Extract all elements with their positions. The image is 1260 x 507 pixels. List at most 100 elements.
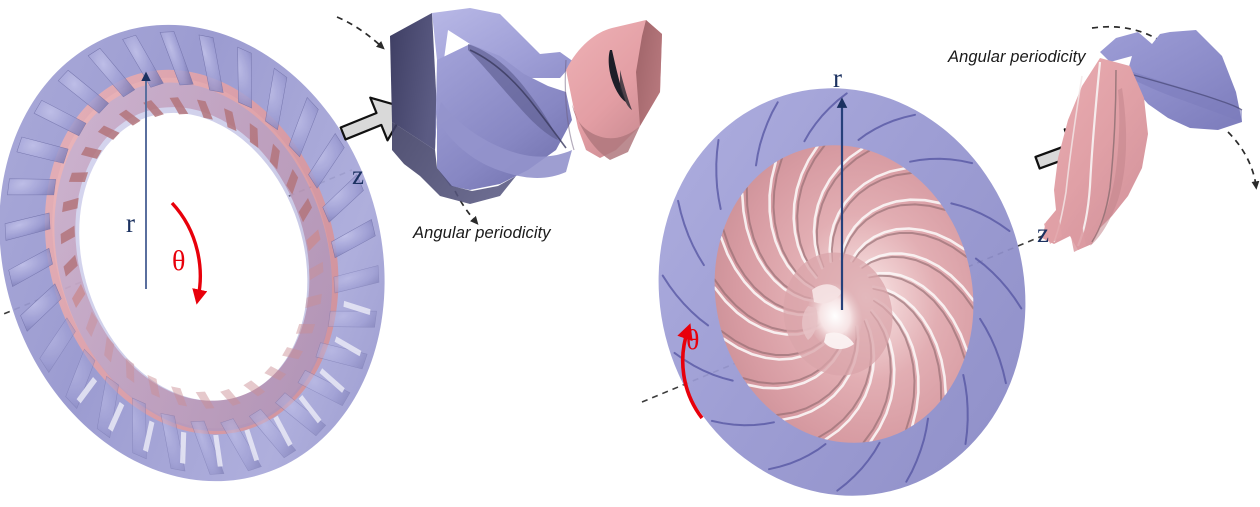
- stator-vane: [160, 413, 186, 472]
- sector-blue-channel-shadow: [468, 44, 558, 140]
- diffuser-vane-streak: [661, 274, 710, 327]
- radial-stage-artwork: [641, 25, 1260, 496]
- radial-sector-diffuser-seamline: [1129, 73, 1243, 111]
- stator-vane: [331, 219, 376, 259]
- impeller-blade-shadow: [815, 149, 871, 268]
- radial-sector-foot-a: [1044, 212, 1062, 244]
- rotor-blade: [306, 229, 321, 252]
- stator-vane: [237, 46, 252, 109]
- stator-vane: [322, 174, 364, 223]
- annulus-bore: [77, 109, 307, 397]
- sector-blue-front-face: [392, 122, 516, 204]
- rotor-blade: [143, 100, 164, 118]
- radial-sector-impeller-shade: [1090, 88, 1127, 246]
- diffuser-vane-streak: [768, 443, 827, 471]
- sector-blue-pink-seam: [564, 59, 575, 151]
- diffuser-vane-streak: [715, 139, 722, 210]
- impeller-blade-highlight: [849, 227, 966, 263]
- sector-blue-left-face: [390, 13, 437, 150]
- rotor-blade: [169, 97, 189, 115]
- stator-vane-group: [4, 31, 380, 475]
- stator-vane: [96, 375, 119, 439]
- vane-specular-highlight: [298, 394, 322, 424]
- sector-pink-bottom: [572, 104, 640, 160]
- impeller-blade-shadow: [830, 172, 913, 262]
- rotor-blade: [63, 254, 78, 277]
- stator-vane: [65, 348, 96, 409]
- axial-theta-arc: [170, 201, 208, 305]
- stator-vane: [57, 69, 109, 114]
- radial-sector-blade-line-1: [1076, 61, 1102, 247]
- diffuser-vane-streak: [979, 317, 1007, 385]
- sector-blue-top-surface: [432, 8, 574, 150]
- rotor-blade: [264, 366, 287, 381]
- rotor-blade: [171, 386, 188, 407]
- stator-vane: [16, 136, 69, 164]
- vane-specular-highlight: [343, 300, 371, 316]
- stator-vane: [275, 392, 327, 437]
- diffuser-vane-streak: [950, 202, 1011, 233]
- stator-vane: [297, 369, 351, 407]
- stator-vane: [265, 67, 288, 131]
- diffuser-vane-streak: [755, 101, 779, 167]
- panel-radial-stage: r z θ Angular periodicity: [630, 0, 1260, 507]
- vane-specular-highlight: [319, 368, 345, 393]
- radial-sector-diffuser-edge: [1126, 70, 1242, 122]
- stator-vane: [33, 99, 87, 137]
- rotor-blade: [97, 125, 120, 140]
- diffuser-vane-streak: [974, 257, 1023, 310]
- stator-vane: [308, 133, 345, 189]
- rotor-blade: [220, 388, 241, 406]
- radial-sector-assembly: [1042, 30, 1243, 252]
- diffuser-vane-streak: [962, 374, 969, 445]
- sector-pink-blade-slot-2: [620, 70, 632, 110]
- rotor-blade: [104, 336, 115, 363]
- impeller-blade-shadow: [868, 274, 966, 360]
- radial-theta-arc: [677, 323, 704, 420]
- rotor-blade: [249, 123, 259, 148]
- rotor-blade: [85, 311, 98, 338]
- stator-vane: [7, 178, 56, 196]
- sector-pink-right-cap: [636, 20, 662, 126]
- impeller-blade-shadow: [872, 287, 943, 402]
- stator-vane: [190, 420, 225, 475]
- impeller-blade-shadow: [841, 203, 946, 261]
- stator-vane: [132, 397, 147, 460]
- rotor-blade: [68, 172, 89, 183]
- impeller-hub: [783, 252, 893, 376]
- impeller-blade-highlight: [859, 252, 975, 302]
- rotor-blade: [118, 109, 141, 126]
- vane-specular-highlight: [244, 429, 260, 462]
- vane-specular-highlight: [180, 431, 187, 464]
- radial-periodicity-arrow-bottom: [1227, 131, 1260, 190]
- diffuser-vane-streak: [836, 441, 881, 492]
- vane-specular-highlight: [213, 434, 223, 467]
- stator-vane: [4, 212, 51, 241]
- impeller-blade-highlight: [867, 271, 969, 353]
- stator-vane: [87, 47, 136, 98]
- axial-full-annulus: [0, 24, 385, 482]
- impeller-blade-shadow: [796, 144, 826, 277]
- stator-vane: [288, 97, 319, 158]
- diffuser-vane-streak: [677, 199, 705, 267]
- rotor-blade: [196, 99, 213, 120]
- stator-vane-highlights: [76, 300, 371, 467]
- rotor-blade: [309, 261, 324, 281]
- diffuser-vane-streak: [905, 417, 929, 483]
- rotor-blade: [295, 323, 316, 334]
- diffuser-vane-streak: [909, 157, 974, 165]
- vane-specular-highlight: [334, 336, 362, 357]
- rotor-blade: [305, 293, 322, 309]
- rotor-blade: [195, 391, 215, 409]
- stator-vane: [315, 342, 368, 370]
- panel-axial-stage: r z θ Angular periodicity: [0, 8, 662, 482]
- vane-specular-highlight: [107, 401, 125, 432]
- diffuser-vane-streaks: [661, 92, 1023, 492]
- sector-blue-channel-line: [469, 49, 567, 149]
- rotor-blade: [125, 358, 135, 383]
- vane-specular-highlight: [273, 415, 293, 447]
- sector-pink-blade-slot: [608, 50, 626, 102]
- impeller-blade-highlight: [792, 145, 819, 279]
- stator-vane: [198, 34, 224, 93]
- rotor-blade: [282, 347, 304, 360]
